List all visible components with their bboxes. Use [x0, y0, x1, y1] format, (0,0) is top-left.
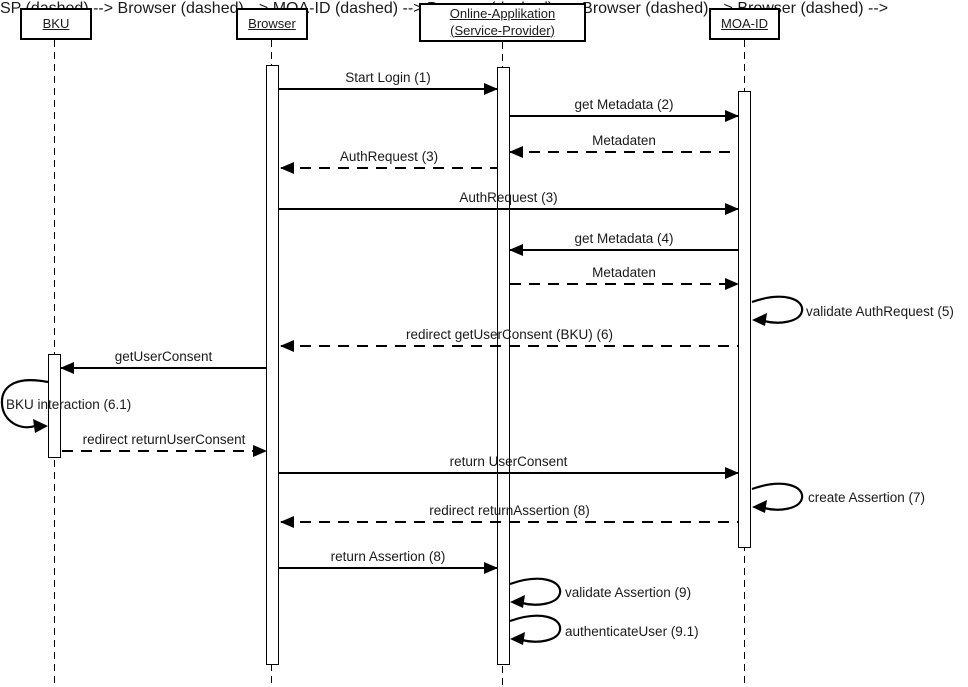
arrowhead-icon: [280, 340, 294, 352]
self-loop-arrow-icon: [751, 295, 804, 326]
participant-moa-id-label: MOA-ID: [721, 15, 768, 31]
message-return-userconsent-label: return UserConsent: [449, 454, 568, 469]
self-message-validate-assertion-label: validate Assertion (9): [565, 585, 692, 600]
message-return-assertion: return Assertion (8): [279, 549, 498, 574]
message-get-metadata-4-label: get Metadata (4): [574, 231, 674, 246]
participant-moa-id: MOA-ID: [709, 8, 780, 40]
message-start-login: Start Login (1): [279, 70, 498, 95]
message-return-userconsent: return UserConsent: [279, 454, 739, 479]
participant-service-provider-label: Online-Applikation (Service-Provider): [449, 6, 556, 38]
message-redirect-returnuserconsent-label: redirect returnUserConsent: [82, 432, 246, 447]
participant-bku: BKU: [20, 8, 92, 40]
arrowhead-icon: [60, 362, 74, 374]
self-message-create-assertion-label: create Assertion (7): [808, 490, 926, 505]
message-authrequest-redirect-label: AuthRequest (3): [339, 149, 439, 164]
arrowhead-icon: [280, 516, 294, 528]
self-message-bku-interaction-label: BKU interaction (6.1): [6, 397, 132, 412]
self-loop-arrow-icon: [509, 614, 562, 645]
self-message-bku-interaction: [0, 376, 50, 439]
message-redirect-getuserconsent-label: redirect getUserConsent (BKU) (6): [405, 327, 614, 342]
message-getuserconsent: getUserConsent: [60, 349, 266, 374]
message-start-login-label: Start Login (1): [345, 70, 431, 85]
message-metadaten-return-1-label: Metadaten: [592, 133, 656, 148]
message-metadaten-return-1: Metadaten: [509, 133, 738, 158]
message-redirect-returnassertion: redirect returnAssertion (8): [280, 503, 738, 528]
message-return-assertion-label: return Assertion (8): [330, 549, 446, 564]
message-redirect-returnuserconsent: redirect returnUserConsent: [62, 432, 267, 457]
arrowhead-icon: [725, 467, 739, 479]
message-redirect-getuserconsent: redirect getUserConsent (BKU) (6): [280, 327, 738, 352]
participant-browser-label: Browser: [248, 15, 296, 31]
activation-browser: [266, 65, 279, 665]
arrowhead-icon: [725, 203, 739, 215]
message-authrequest-post: AuthRequest (3): [279, 190, 739, 215]
self-loop-arrow-icon: [751, 482, 804, 513]
message-redirect-returnassertion-label: redirect returnAssertion (8): [429, 503, 590, 518]
message-authrequest-post-label: AuthRequest (3): [459, 190, 558, 205]
arrowhead-icon: [484, 562, 498, 574]
self-message-authenticateuser-label: authenticateUser (9.1): [565, 624, 699, 639]
message-getuserconsent-label: getUserConsent: [114, 349, 213, 364]
message-get-metadata-2-label: get Metadata (2): [574, 97, 674, 112]
self-loop-arrow-icon: [509, 577, 562, 608]
arrowhead-icon: [280, 162, 294, 174]
message-metadaten-return-2-label: Metadaten: [592, 265, 656, 280]
participant-service-provider: Online-Applikation (Service-Provider): [419, 3, 586, 42]
participant-bku-label: BKU: [42, 15, 70, 31]
message-get-metadata-2: get Metadata (2): [510, 97, 739, 122]
arrowhead-icon: [509, 244, 523, 256]
message-authrequest-redirect: AuthRequest (3): [280, 149, 497, 174]
arrowhead-icon: [253, 445, 267, 457]
self-message-validate-authrequest: [751, 294, 807, 335]
activation-moa-id: [738, 91, 751, 548]
self-message-authenticateuser: [509, 613, 565, 654]
activation-service-provider: [497, 67, 510, 665]
self-message-validate-authrequest-label: validate AuthRequest (5): [806, 304, 954, 319]
self-message-validate-assertion: [509, 576, 565, 617]
self-message-create-assertion: [751, 481, 807, 522]
arrowhead-icon: [725, 278, 739, 290]
arrowhead-icon: [509, 146, 523, 158]
message-get-metadata-4: get Metadata (4): [509, 231, 738, 256]
message-metadaten-return-2: Metadaten: [510, 265, 739, 290]
self-loop-arrow-icon: [0, 379, 49, 433]
arrowhead-icon: [725, 110, 739, 122]
arrowhead-icon: [484, 83, 498, 95]
activation-bku: [48, 354, 61, 458]
participant-browser: Browser: [236, 8, 308, 40]
